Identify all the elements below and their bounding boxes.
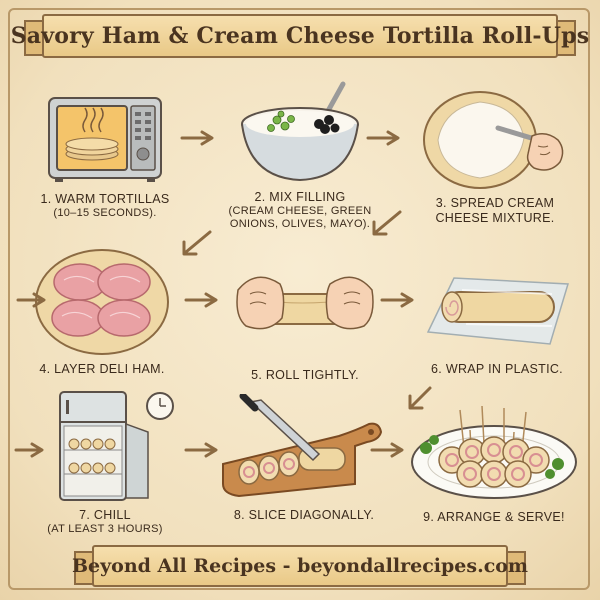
arrow-icon xyxy=(182,230,212,256)
arrow-icon xyxy=(380,292,414,308)
ham-tortilla-icon xyxy=(35,249,169,355)
step-7-detail: (AT LEAST 3 HOURS) xyxy=(47,523,163,535)
mixing-bowl-icon xyxy=(241,81,359,182)
page-title: Savory Ham & Cream Cheese Tortilla Roll-… xyxy=(10,23,590,49)
step-3-caption: 3. SPREAD CREAM CHEESE MIXTURE. xyxy=(435,196,555,225)
arrow-icon xyxy=(408,386,432,410)
step-8-caption: 8. SLICE DIAGONALLY. xyxy=(233,508,375,522)
banner-ribbon xyxy=(42,14,558,58)
arrow-icon xyxy=(16,292,46,308)
banner-ribbon xyxy=(92,545,508,587)
arrow-icon xyxy=(184,442,218,458)
step-7-caption: 7. CHILL xyxy=(79,508,131,522)
footer-banner: Beyond All Recipes - beyondallrecipes.co… xyxy=(72,545,528,587)
step-3: 3. SPREAD CREAM CHEESE MIXTURE. xyxy=(410,88,580,226)
step-4: 4. LAYER DELI HAM. xyxy=(22,246,182,377)
arrow-icon xyxy=(370,442,404,458)
step-6-caption: 6. WRAP IN PLASTIC. xyxy=(431,362,563,376)
serving-plate-icon xyxy=(411,405,577,499)
fridge-icon xyxy=(59,391,174,501)
footer-text: Beyond All Recipes - beyondallrecipes.co… xyxy=(71,555,529,577)
step-1-detail: (10–15 SECONDS). xyxy=(53,207,157,219)
plastic-wrap-icon xyxy=(426,277,569,345)
title-banner: Savory Ham & Cream Cheese Tortilla Roll-… xyxy=(11,14,589,58)
microwave-icon xyxy=(48,97,162,182)
step-9-caption: 9. ARRANGE & SERVE! xyxy=(423,510,565,524)
step-9: 9. ARRANGE & SERVE! xyxy=(404,404,584,525)
step-1: 1. WARM TORTILLAS (10–15 SECONDS). xyxy=(20,92,190,220)
cutting-board-icon xyxy=(222,394,383,498)
arrow-icon xyxy=(372,210,402,236)
step-5-caption: 5. ROLL TIGHTLY. xyxy=(251,368,359,382)
step-2-caption: 2. MIX FILLING xyxy=(254,190,346,204)
step-8: 8. SLICE DIAGONALLY. xyxy=(214,394,394,523)
page-border xyxy=(8,8,590,590)
step-2: 2. MIX FILLING (CREAM CHEESE, GREEN ONIO… xyxy=(212,78,388,231)
spread-tortilla-icon xyxy=(423,91,564,189)
arrow-icon xyxy=(14,442,44,458)
step-5: 5. ROLL TIGHTLY. xyxy=(220,264,390,383)
rolling-hands-icon xyxy=(236,276,374,330)
step-2-detail: (CREAM CHEESE, GREEN ONIONS, OLIVES, MAY… xyxy=(228,205,372,230)
step-7: 7. CHILL (AT LEAST 3 HOURS) xyxy=(30,388,180,536)
arrow-icon xyxy=(184,292,218,308)
step-4-caption: 4. LAYER DELI HAM. xyxy=(39,362,165,376)
step-1-caption: 1. WARM TORTILLAS xyxy=(40,192,170,206)
arrow-icon xyxy=(180,130,214,146)
step-6: 6. WRAP IN PLASTIC. xyxy=(412,262,582,377)
arrow-icon xyxy=(366,130,400,146)
